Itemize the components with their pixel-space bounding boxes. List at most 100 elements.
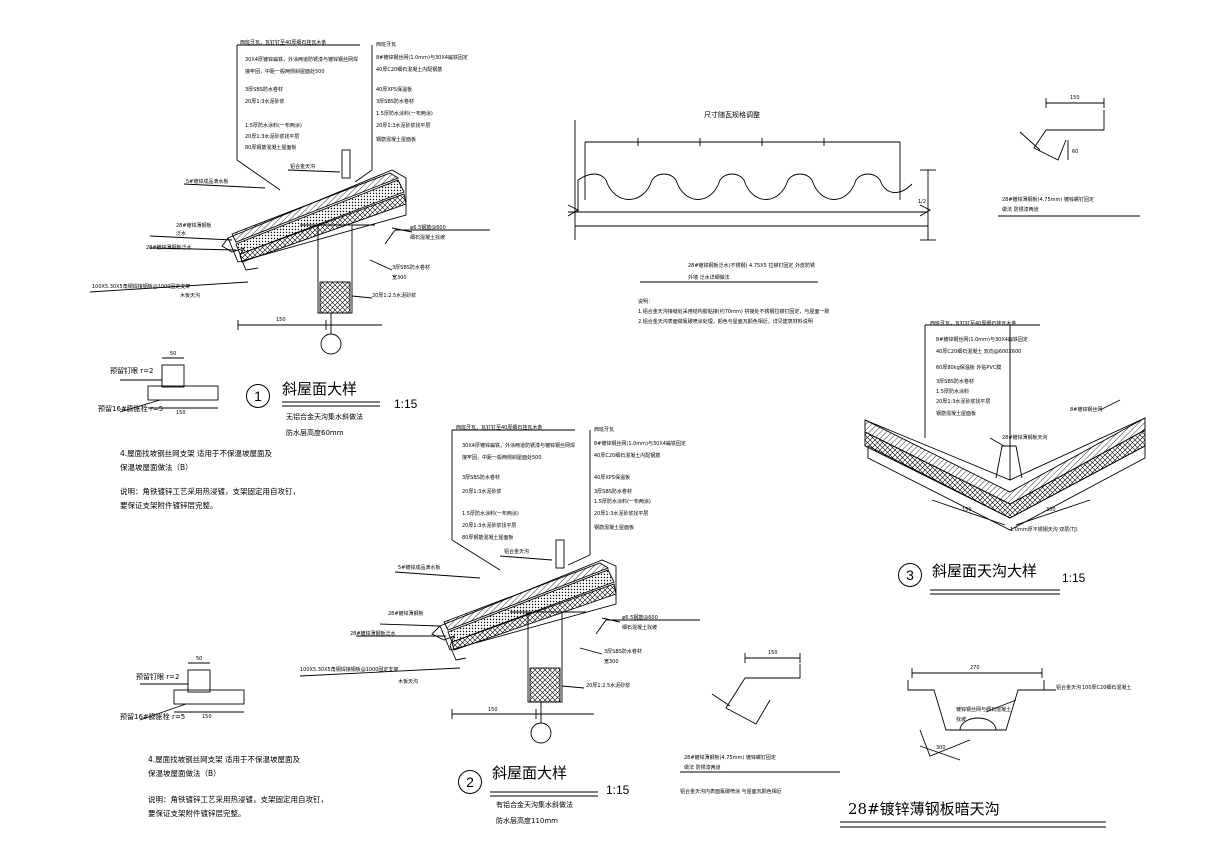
wave-note-1: 1.铝合金天沟接缝处采用结构胶粘接(约70mm) 拼接处不锈钢拉铆钉固定，与屋面…	[638, 309, 830, 315]
d2-callout-angle2: 100X5.30X5角钢焊接钢板@1000固定支架	[300, 667, 399, 673]
angle-top-dim-w: 150	[1070, 95, 1080, 101]
d2-layer-left-6: 20厚1:3水泥砂浆找平层	[462, 523, 517, 529]
d2-callout-ring2: 细石混凝土找坡	[622, 625, 658, 631]
detail-1-title-lines	[282, 401, 380, 407]
detail-3-title: 斜屋面天沟大样	[932, 562, 1038, 580]
detail-3-scale: 1:15	[1062, 571, 1086, 585]
gutter-label-4: 找坡	[956, 717, 967, 723]
d2-layer-left-0: 西班牙瓦，瓦钉钉至40厚细石挂瓦木条	[456, 425, 543, 431]
wave-notes-title: 说明：	[638, 299, 654, 305]
angle-top-drawing	[998, 98, 1140, 217]
d2-layer-right-7: 钢筋混凝土屋面板	[594, 525, 635, 531]
d2-layer-right-2: 40厚C20细石混凝土内配钢筋	[594, 453, 661, 459]
bracket2-label-bottom: 预留16#膨胀栓 r=5	[120, 713, 186, 721]
wave-title: 尺寸随瓦规格调整	[704, 111, 760, 119]
bracket1-note-1: 4.屋面找坡钢丝网支架 适用于不保温坡屋面及	[120, 449, 273, 458]
angle-mid-dim-w: 150	[768, 650, 778, 656]
bracket-2-drawing	[139, 662, 245, 721]
gutter-label-2: 100厚C20细石混凝土	[1082, 685, 1132, 691]
gutter-dim-bottom: 300	[936, 745, 946, 751]
d1-layer-right-2: 40厚C20细石混凝土内配钢筋	[376, 67, 443, 73]
d1-callout-sbs2: 宽300	[392, 275, 407, 281]
angle-top-dim-h: 60	[1072, 149, 1079, 155]
d1-layer-left-3: 3厚SBS防水卷材	[245, 87, 283, 93]
bracket1-label-bottom: 预留16#膨胀栓 r=5	[98, 405, 164, 413]
d2-layer-left-7: 80厚钢筋混凝土屋面板	[462, 535, 514, 541]
wave-note-2: 2.铝合金天沟表面做氟碳喷涂处理，颜色与屋面瓦颜色相近，详见建筑材料说明	[638, 319, 813, 325]
d1-layer-left-4: 20厚1:3水泥砂浆	[245, 99, 285, 105]
d1-callout-ring: φ6.5钢筋@600	[410, 225, 446, 231]
d1-dim-bottom: 150	[276, 317, 286, 323]
d2-layer-right-6: 20厚1:3水泥砂浆找平层	[594, 511, 649, 517]
d1-callout-flash: 泛水	[176, 231, 187, 237]
d2-dim-bottom: 150	[488, 707, 498, 713]
d1-layer-right-6: 20厚1:3水泥砂浆找平层	[376, 123, 431, 129]
d1-layer-right-5: 1.5厚防水涂料(一布两涂)	[376, 111, 433, 117]
d3-callout-steel: 28#镀锌薄钢板天沟	[1002, 435, 1048, 441]
wave-tile-profile	[567, 120, 936, 283]
d3-layer-1: 8#镀锌钢丝网(1.0mm)与30X4扁铁固定	[936, 337, 1028, 343]
wave-caption-2: 外墙 泛水详细做法	[688, 275, 730, 281]
d2-layer-left-3: 3厚SBS防水卷材	[462, 475, 500, 481]
d1-callout-steel: 28#镀锌薄钢板	[176, 223, 212, 229]
bracket1-label-top: 预留钉眼 r=2	[110, 367, 154, 375]
detail-1-number: 1	[246, 384, 270, 408]
d2-layer-left-1: 30X4厚镀锌扁铁，外涂两道防锈漆与镀锌钢丝网焊	[462, 443, 575, 449]
detail-2-sub-2: 防水层高度110mm	[496, 817, 558, 825]
d3-layer-0: 西班牙瓦，瓦钉钉至40厚细石挂瓦木条	[930, 321, 1017, 327]
d1-callout-angle2: 木板天沟	[180, 293, 201, 299]
detail-1-roof-section	[89, 44, 490, 355]
d1-layer-left-0: 西班牙瓦，瓦钉钉至40厚细石挂瓦木条	[240, 40, 327, 46]
bracket1-dim-top: 50	[170, 351, 177, 357]
d1-layer-left-1: 30X4厚镀锌扁铁，外涂两道防锈漆与镀锌钢丝网焊	[245, 57, 358, 63]
detail-2-sub-1: 有铝合金天沟集水斜做法	[496, 801, 573, 809]
angle-mid-drawing	[680, 653, 840, 773]
gutter-section-title: 28#镀锌薄钢板暗天沟	[848, 800, 1000, 818]
detail-2-scale: 1:15	[606, 783, 630, 797]
d3-layer-5: 1.5厚防水涂料	[936, 389, 969, 395]
d2-callout-edge: 5#镀锌成品滴水板	[398, 565, 441, 571]
bracket1-dim-bottom: 150	[176, 410, 186, 416]
bracket1-note-3: 说明：角铁镀锌工艺采用热浸镀，支架固定用自攻钉，	[120, 487, 300, 496]
angle-mid-caption: 28#镀锌薄钢板(4.75mm) 镀锌螺钉固定	[684, 755, 776, 761]
d3-layer-6: 20厚1:3水泥砂浆找平层	[936, 399, 991, 405]
bracket2-dim-top: 50	[196, 656, 203, 662]
d2-callout-sbs: 3厚SBS防水卷材	[604, 649, 642, 655]
d1-callout-angle: 100X5.30X5角钢焊接钢板@1000固定支架	[92, 284, 191, 290]
d1-callout-ring2: 细石混凝土找坡	[410, 235, 446, 241]
bracket2-note-2: 保温坡屋面做法（B）	[148, 769, 221, 778]
d1-layer-left-5: 1.5厚防水涂料(一布两涂)	[245, 123, 302, 129]
gutter-label-1: 铝合金天沟	[1056, 685, 1082, 691]
angle-mid-caption-3: 铝合金天沟内表面氟碳喷涂 与屋面瓦颜色相近	[680, 789, 782, 795]
d2-callout-steel: 28#镀锌薄钢板	[388, 611, 424, 617]
detail-3-number: 3	[898, 563, 922, 587]
d1-layer-left-2: 接牢固，中距一般两侧斜屋面处500	[245, 69, 325, 75]
d2-layer-right-4: 3厚SBS防水卷材	[594, 489, 632, 495]
wave-dim-right: 1/2	[918, 199, 927, 205]
bracket2-label-top: 预留钉眼 r=2	[136, 673, 180, 681]
d3-dim-1: 150	[962, 507, 972, 513]
d3-callout-right: 8#镀锌钢丝网	[1070, 407, 1103, 413]
d1-callout-gutter: 铝合金天沟	[290, 164, 316, 170]
d3-dim-2: 300	[1046, 507, 1056, 513]
d1-layer-right-4: 3厚SBS防水卷材	[376, 99, 414, 105]
d2-layer-right-3: 40厚XPS保温板	[594, 475, 630, 481]
detail-1-title: 斜屋面大样	[282, 380, 358, 398]
bracket1-note-2: 保温坡屋面做法（B）	[120, 463, 193, 472]
d1-layer-right-0: 西班牙瓦	[376, 42, 397, 48]
gutter-label-3: 镀锌钢丝网与细石混凝土	[956, 707, 1012, 713]
d2-callout-gutter: 铝合金天沟	[504, 549, 530, 555]
detail-2-title: 斜屋面大样	[492, 764, 568, 782]
wave-caption: 28#镀锌钢板泛水(不锈钢) 4.75X5 拉铆钉固定 外皮防锈	[688, 263, 815, 269]
d2-layer-left-5: 1.5厚防水涂料(一布两涂)	[462, 511, 519, 517]
d1-layer-right-7: 钢筋混凝土屋面板	[376, 137, 417, 143]
d1-callout-flash2: 28#镀锌薄钢板泛水	[146, 245, 192, 251]
bracket2-dim-bottom: 150	[202, 714, 212, 720]
d3-layer-4: 3厚SBS防水卷材	[936, 379, 974, 385]
d3-layer-3: 60厚80kg保温板 外贴PVC膜	[936, 365, 1002, 371]
bracket2-note-3: 说明：角铁镀锌工艺采用热浸镀，支架固定用自攻钉，	[148, 795, 328, 804]
d1-callout-edge: 5#镀锌成品滴水板	[186, 179, 229, 185]
detail-1-sub-2: 防水层高度60mm	[286, 429, 344, 437]
d2-layer-left-4: 20厚1:3水泥砂浆	[462, 489, 502, 495]
